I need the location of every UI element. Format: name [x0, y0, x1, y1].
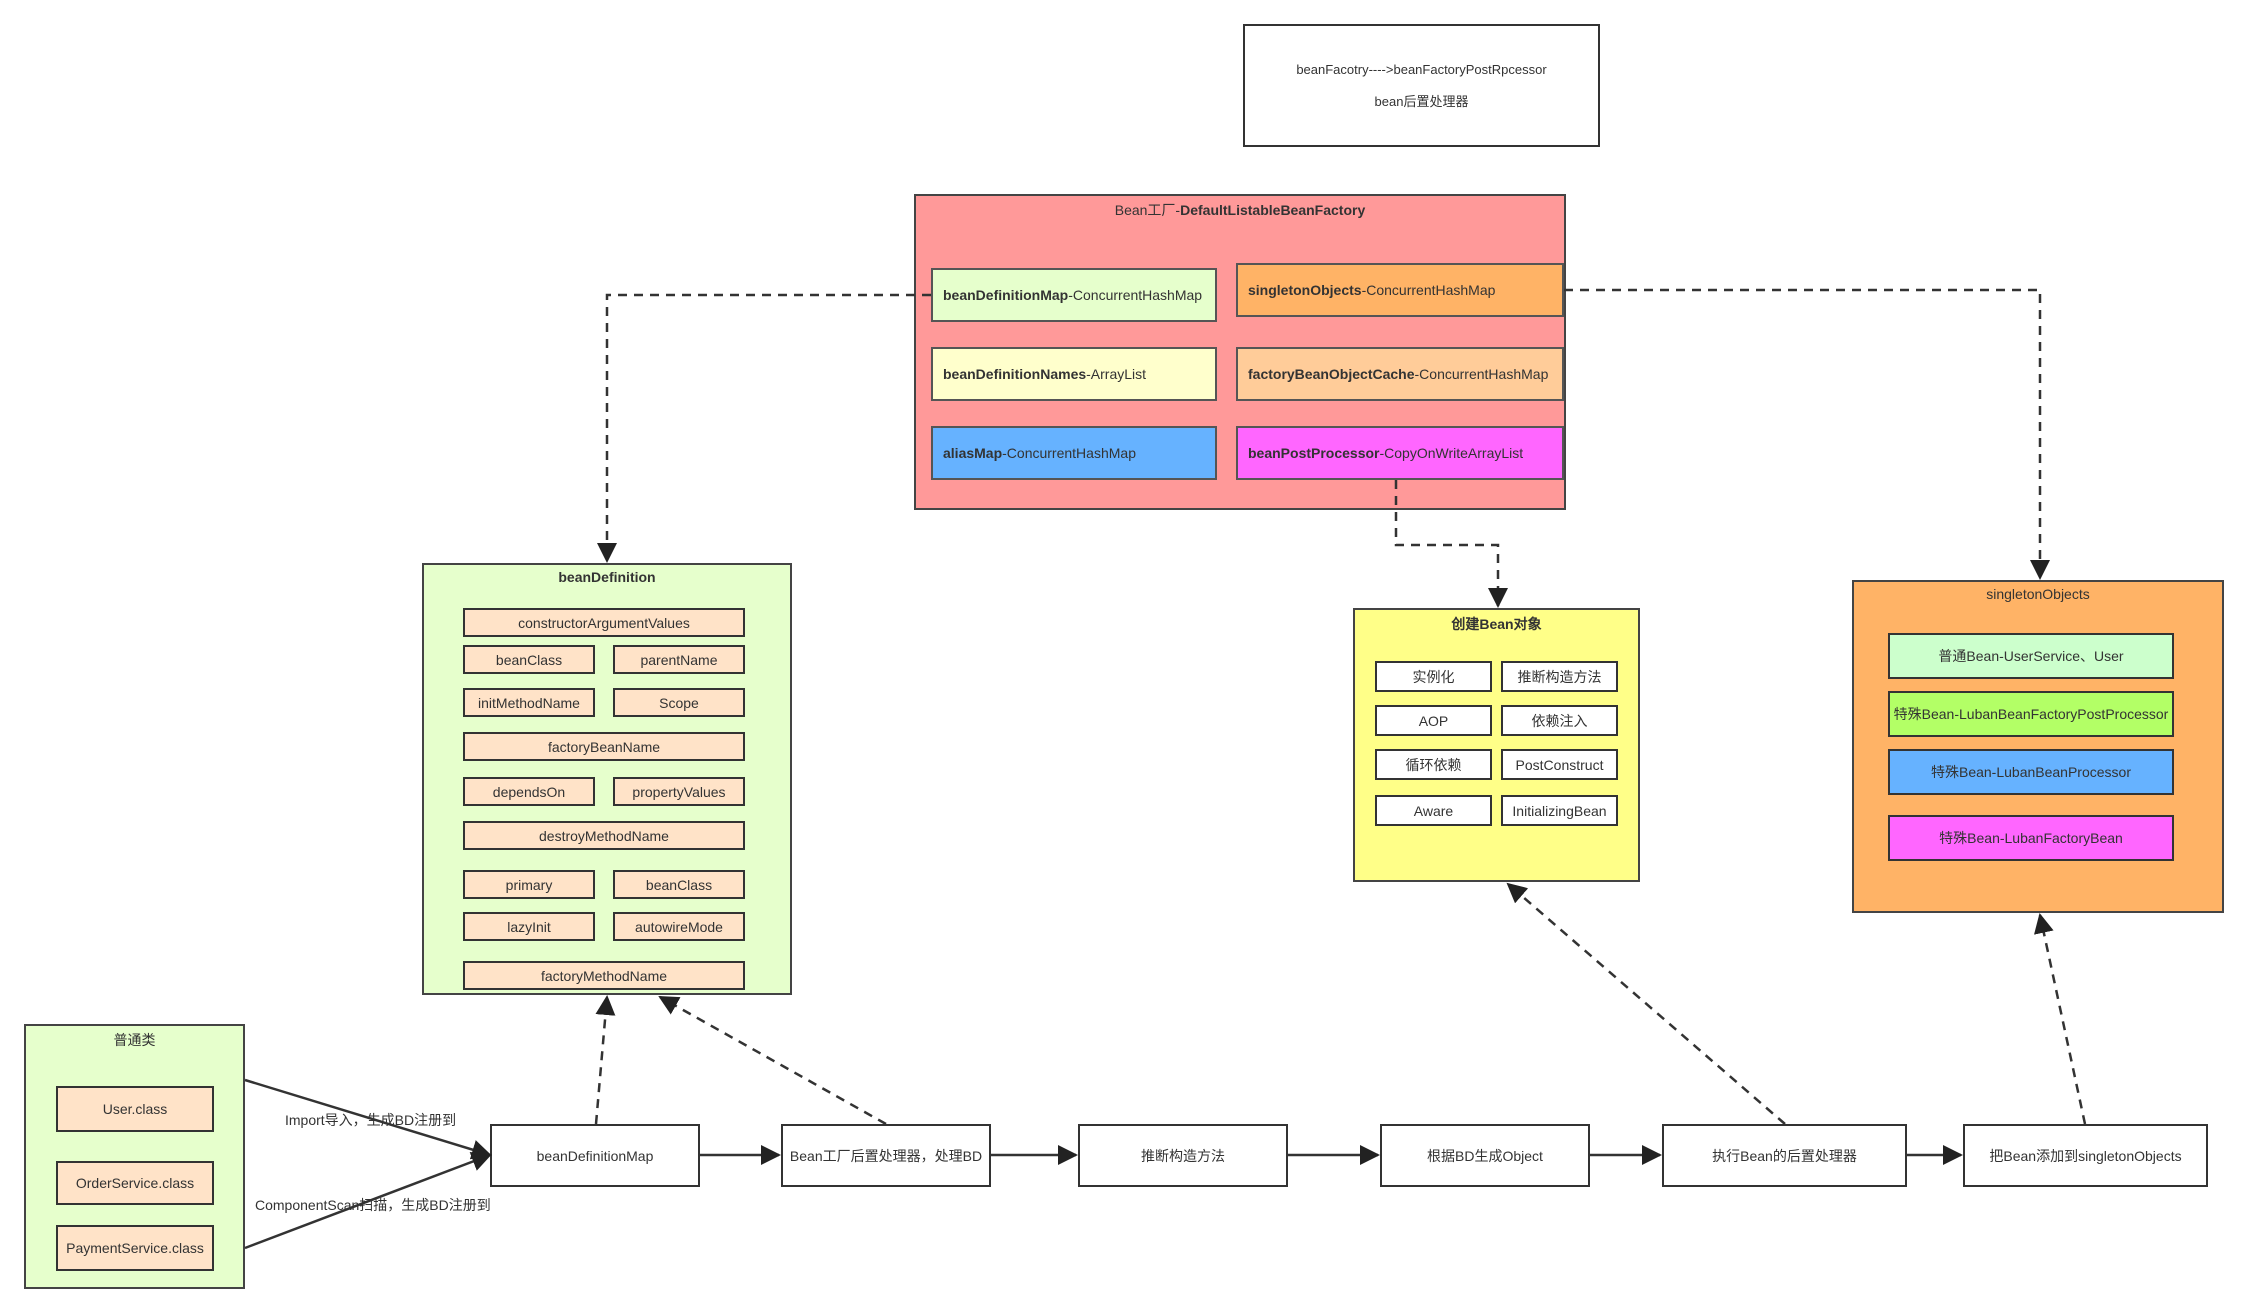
field-name: singletonObjects	[1248, 282, 1362, 298]
prop-factory-bean-name: factoryBeanName	[463, 732, 745, 761]
field-bean-definition-names: beanDefinitionNames-ArrayList	[931, 347, 1217, 401]
class-order-service: OrderService.class	[56, 1161, 214, 1205]
edge-flow-add-up	[2034, 913, 2087, 1125]
prop-bean-class-2: beanClass	[613, 870, 745, 899]
field-type: -ConcurrentHashMap	[1002, 445, 1136, 461]
create-item-infer-constructor: 推断构造方法	[1501, 661, 1618, 692]
create-item-aware: Aware	[1375, 795, 1492, 826]
prop-lazy-init: lazyInit	[463, 912, 595, 941]
field-type: -ArrayList	[1086, 366, 1147, 382]
note-line-2: bean后置处理器	[1374, 93, 1469, 109]
edge-flow-run-pp-up	[1506, 882, 1786, 1125]
field-factory-bean-object-cache: factoryBeanObjectCache-ConcurrentHashMap	[1236, 347, 1564, 401]
edge-scan	[244, 1152, 492, 1250]
create-item-dependency-injection: 依赖注入	[1501, 705, 1618, 736]
singleton-special-bean-factory-post-processor: 特殊Bean-LubanBeanFactoryPostProcessor	[1888, 691, 2174, 737]
import-label: Import导入，生成BD注册到	[285, 1112, 457, 1128]
bean-definition-title-text: beanDefinition	[558, 569, 656, 585]
create-item-instantiate: 实例化	[1375, 661, 1492, 692]
prop-factory-method-name: factoryMethodName	[463, 961, 745, 990]
field-bean-post-processor: beanPostProcessor-CopyOnWriteArrayList	[1236, 426, 1564, 480]
bean-definition-title: beanDefinition	[424, 569, 790, 585]
field-name: aliasMap	[943, 445, 1003, 461]
prop-property-values: propertyValues	[613, 777, 745, 806]
prop-destroy-method-name: destroyMethodName	[463, 821, 745, 850]
class-payment-service: PaymentService.class	[56, 1225, 214, 1271]
edge-flow-bdmap-up	[594, 995, 616, 1125]
field-type: -ConcurrentHashMap	[1068, 287, 1203, 303]
create-bean-group: 创建Bean对象	[1353, 608, 1640, 882]
plain-class-title: 普通类	[113, 1032, 156, 1048]
prop-bean-class: beanClass	[463, 645, 595, 674]
prop-primary: primary	[463, 870, 595, 899]
field-alias-map: aliasMap-ConcurrentHashMap	[931, 426, 1217, 480]
scan-label: ComponentScan扫描，生成BD注册到	[255, 1197, 491, 1213]
class-user: User.class	[56, 1086, 214, 1132]
edge-singletons-field-to-group	[1564, 288, 2050, 580]
singleton-special-factory-bean: 特殊Bean-LubanFactoryBean	[1888, 815, 2174, 861]
field-name: beanDefinitionNames	[943, 366, 1087, 382]
create-item-post-construct: PostConstruct	[1501, 749, 1618, 780]
note-line-1: beanFacotry---->beanFactoryPostRpcessor	[1296, 61, 1547, 77]
create-bean-title-text: 创建Bean对象	[1451, 616, 1542, 632]
create-item-aop: AOP	[1375, 705, 1492, 736]
singleton-special-bean-processor: 特殊Bean-LubanBeanProcessor	[1888, 749, 2174, 795]
create-bean-title: 创建Bean对象	[1355, 614, 1638, 634]
field-type: -CopyOnWriteArrayList	[1379, 445, 1524, 461]
prop-parent-name: parentName	[613, 645, 745, 674]
bean-factory-title: Bean工厂-DefaultListableBeanFactory	[916, 200, 1564, 220]
prop-init-method-name: initMethodName	[463, 688, 595, 717]
prop-constructor-argument-values: constructorArgumentValues	[463, 608, 745, 637]
edge-bdmap-to-beandefinition	[597, 293, 931, 563]
field-bean-definition-map: beanDefinitionMap-ConcurrentHashMap	[931, 268, 1217, 322]
field-name: beanPostProcessor	[1248, 445, 1380, 461]
create-item-circular-dependency: 循环依赖	[1375, 749, 1492, 780]
field-singleton-objects: singletonObjects-ConcurrentHashMap	[1236, 263, 1564, 317]
flow-factory-post-processor: Bean工厂后置处理器，处理BD	[781, 1124, 991, 1187]
singleton-objects-title: singletonObjects	[1986, 586, 2090, 602]
flow-infer-constructor: 推断构造方法	[1078, 1124, 1288, 1187]
flow-run-post-processor: 执行Bean的后置处理器	[1662, 1124, 1907, 1187]
flow-add-to-singletons: 把Bean添加到singletonObjects	[1963, 1124, 2208, 1187]
note-box: beanFacotry---->beanFactoryPostRpcessor …	[1243, 24, 1600, 147]
field-type: -ConcurrentHashMap	[1414, 366, 1549, 382]
prop-depends-on: dependsOn	[463, 777, 595, 806]
bean-factory-title-bold: DefaultListableBeanFactory	[1180, 202, 1366, 218]
create-item-initializing-bean: InitializingBean	[1501, 795, 1618, 826]
prop-autowire-mode: autowireMode	[613, 912, 745, 941]
flow-create-object: 根据BD生成Object	[1380, 1124, 1590, 1187]
field-type: -ConcurrentHashMap	[1361, 282, 1496, 298]
edge-postprocessor-to-create	[1394, 480, 1508, 608]
flow-bean-definition-map: beanDefinitionMap	[490, 1124, 700, 1187]
edge-import	[244, 1078, 492, 1160]
prop-scope: Scope	[613, 688, 745, 717]
field-name: factoryBeanObjectCache	[1248, 366, 1415, 382]
edge-flow-postproc-up	[658, 995, 887, 1126]
field-name: beanDefinitionMap	[943, 287, 1069, 303]
singleton-normal-bean: 普通Bean-UserService、User	[1888, 633, 2174, 679]
bean-factory-title-prefix: Bean工厂-	[1114, 202, 1181, 218]
